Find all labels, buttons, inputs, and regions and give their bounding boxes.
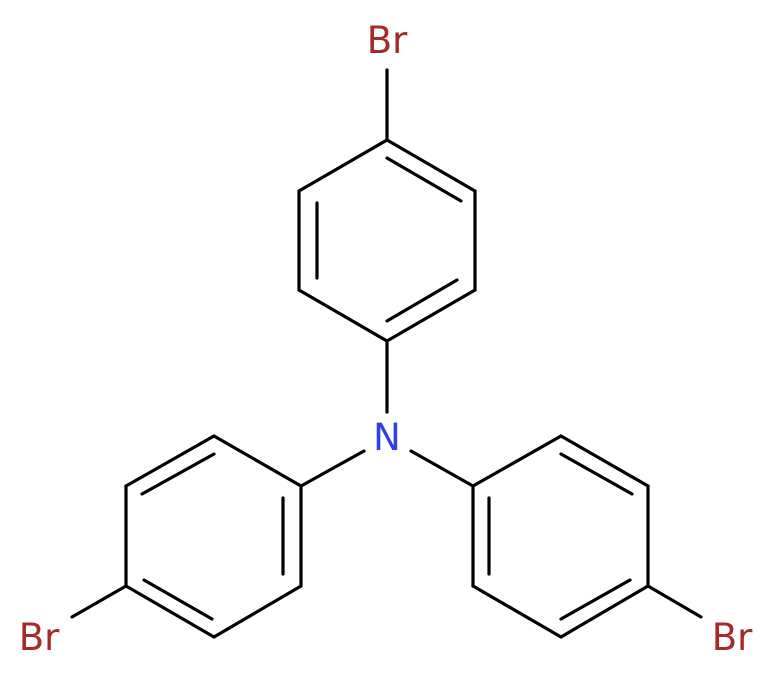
atom-label-br-top: Br bbox=[367, 19, 408, 62]
ring-top bbox=[297, 138, 477, 343]
bond bbox=[559, 434, 650, 488]
double-bond-inner bbox=[142, 578, 214, 621]
double-bond-inner bbox=[140, 452, 216, 496]
bond bbox=[297, 288, 389, 343]
double-bond-inner bbox=[559, 452, 634, 496]
bond bbox=[471, 434, 563, 488]
bond bbox=[124, 434, 216, 488]
bond bbox=[471, 584, 563, 639]
bond bbox=[297, 138, 389, 193]
atom-label-n: N bbox=[373, 416, 401, 459]
double-bond-inner bbox=[385, 278, 459, 323]
double-bond-inner bbox=[385, 156, 463, 203]
atom-label-br-left: Br bbox=[19, 616, 60, 659]
ring-right bbox=[471, 434, 650, 639]
bond bbox=[212, 584, 303, 639]
bond bbox=[385, 138, 477, 193]
double-bond-inner bbox=[559, 578, 632, 621]
bond bbox=[559, 584, 650, 639]
bond bbox=[385, 288, 477, 343]
atom-label-br-right: Br bbox=[712, 616, 753, 659]
substituent-bonds bbox=[70, 68, 703, 619]
bond-br-left bbox=[70, 584, 128, 619]
bond bbox=[212, 434, 303, 488]
ring-left bbox=[124, 434, 303, 639]
bond-br-right bbox=[646, 584, 703, 619]
bond-n-left bbox=[299, 449, 366, 488]
bond bbox=[124, 584, 216, 639]
bond-n-right bbox=[409, 449, 475, 488]
